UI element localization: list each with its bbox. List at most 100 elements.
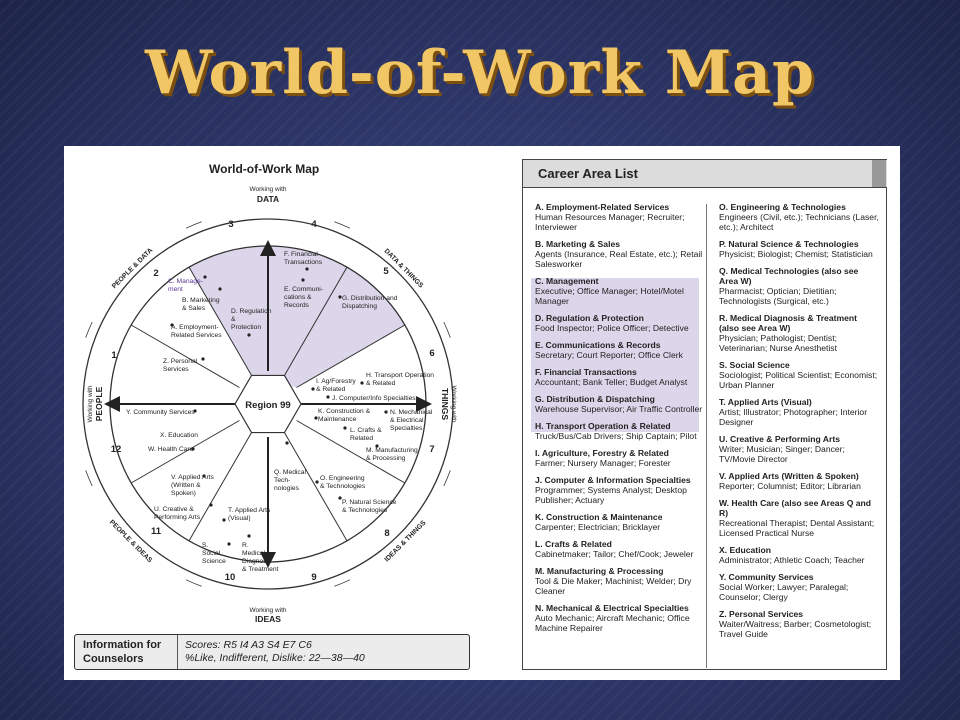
area-r-label: Diagnosis — [242, 558, 272, 565]
highlight-block — [531, 278, 699, 432]
area-dot — [209, 503, 213, 507]
quadrant-arc — [185, 221, 202, 229]
sector-spoke — [188, 432, 252, 542]
career-area-name: U. Creative & Performing Arts — [719, 434, 840, 444]
area-dot — [222, 518, 226, 522]
area-v-label: Spoken) — [171, 490, 196, 497]
area-c-label: C. Manage- — [168, 278, 203, 285]
career-area-jobs: Food Inspector; Police Officer; Detectiv… — [535, 323, 689, 333]
area-dot — [338, 295, 342, 299]
area-r-label: Medical — [242, 550, 266, 557]
region-number: 6 — [429, 348, 434, 359]
region-number: 5 — [383, 266, 389, 277]
area-m-label: & Processing — [366, 455, 406, 462]
career-area-jobs: Auto Mechanic; Aircraft Mechanic; Office… — [535, 613, 690, 633]
area-dot — [360, 381, 364, 385]
area-n-label: N. Mechanical — [390, 409, 433, 416]
region-number: 11 — [151, 526, 162, 537]
quadrant-arc — [443, 321, 451, 338]
counselor-info-box: Information for Counselors Scores: R5 I4… — [74, 634, 470, 670]
quadrant-ideas-things-group: IDEAS & THINGS — [384, 519, 428, 563]
area-l-label: Related — [350, 435, 373, 442]
area-e-label: Records — [284, 302, 310, 309]
career-area-name: T. Applied Arts (Visual) — [719, 397, 812, 407]
quadrant-ideas-things: IDEAS & THINGS — [384, 519, 428, 563]
career-area-name: V. Applied Arts (Written & Spoken) — [719, 471, 859, 481]
area-r-label: R. — [242, 542, 249, 549]
outer-ring — [82, 218, 454, 590]
area-dot — [338, 496, 342, 500]
career-area-jobs: Reporter; Columnist; Editor; Librarian — [719, 481, 861, 491]
area-o-label: & Technologies — [320, 483, 366, 490]
career-area-jobs: Administrator; Athletic Coach; Teacher — [719, 555, 865, 565]
quadrant-data-things-group: DATA & THINGS — [383, 248, 425, 290]
area-dot — [202, 474, 206, 478]
career-area-name: W. Health Care (also see Areas Q and R) — [719, 498, 872, 518]
quadrant-arc — [334, 221, 351, 229]
area-dot — [285, 441, 289, 445]
area-dot — [170, 323, 174, 327]
career-area-name: X. Education — [719, 545, 772, 555]
career-area-jobs: Waiter/Waitress; Barber; Cosmetologist; … — [719, 619, 872, 639]
area-dot — [193, 409, 197, 413]
career-area-name: N. Mechanical & Electrical Specialties — [535, 603, 689, 613]
career-area-name: I. Agriculture, Forestry & Related — [535, 448, 669, 458]
area-g-label: Dispatching — [342, 303, 377, 310]
direction-things: THINGS — [440, 388, 450, 420]
career-area-item: V. Applied Arts (Written & Spoken)Report… — [719, 471, 879, 491]
region-number: 12 — [111, 444, 122, 455]
center-label: Region 99 — [245, 400, 290, 411]
sector-spoke — [296, 324, 406, 388]
area-s-label: S. — [202, 542, 208, 549]
quadrant-people-data-group: PEOPLE & DATA — [111, 247, 154, 290]
career-area-name: Q. Medical Technologies (also see Area W… — [719, 266, 859, 286]
career-area-name: D. Regulation & Protection — [535, 313, 644, 323]
area-m-label: M. Manufacturing — [366, 447, 418, 454]
area-dot — [247, 534, 251, 538]
career-area-name: H. Transport Operation & Related — [535, 421, 671, 431]
area-z-label: Services — [163, 366, 189, 373]
area-i-label: & Related — [316, 386, 346, 393]
career-area-jobs: Physicist; Biologist; Chemist; Statistic… — [719, 249, 873, 259]
area-g-label: G. Distribution and — [342, 295, 398, 302]
career-area-jobs: Agents (Insurance, Real Estate, etc.); R… — [535, 249, 703, 269]
career-area-name: Y. Community Services — [719, 572, 814, 582]
area-z-label: Z. Personal — [163, 358, 198, 365]
direction-people: PEOPLE — [94, 386, 104, 421]
area-dot — [247, 333, 251, 337]
quadrant-data-things: DATA & THINGS — [383, 248, 425, 290]
area-dot — [191, 447, 195, 451]
column-divider — [706, 204, 707, 668]
area-p-label: & Technologies — [342, 507, 388, 514]
career-area-jobs: Tool & Die Maker; Machinist; Welder; Dry… — [535, 576, 692, 596]
career-area-item: T. Applied Arts (Visual)Artist; Illustra… — [719, 397, 879, 427]
career-area-jobs: Warehouse Supervisor; Air Traffic Contro… — [535, 404, 703, 414]
career-area-name: O. Engineering & Technologies — [719, 202, 846, 212]
area-n-label: & Electrical — [390, 417, 424, 424]
career-area-jobs: Programmer; Systems Analyst; Desktop Pub… — [535, 485, 687, 505]
header-tab — [872, 160, 886, 187]
career-area-item: R. Medical Diagnosis & Treatment (also s… — [719, 313, 879, 353]
area-x-label: X. Education — [160, 432, 198, 439]
slide-title: World-of-Work Map — [145, 38, 815, 108]
map-title: World-of-Work Map — [209, 162, 319, 176]
career-area-jobs: Pharmacist; Optician; Dietitian; Technol… — [719, 286, 837, 306]
area-p-label: P. Natural Science — [342, 499, 397, 506]
area-d-label: D. Regulation — [231, 308, 272, 315]
career-area-name: G. Distribution & Dispatching — [535, 394, 655, 404]
quadrant-people-ideas: PEOPLE & IDEAS — [108, 519, 154, 565]
career-area-name: R. Medical Diagnosis & Treatment (also s… — [719, 313, 858, 333]
area-k-label: Maintenance — [318, 416, 357, 423]
